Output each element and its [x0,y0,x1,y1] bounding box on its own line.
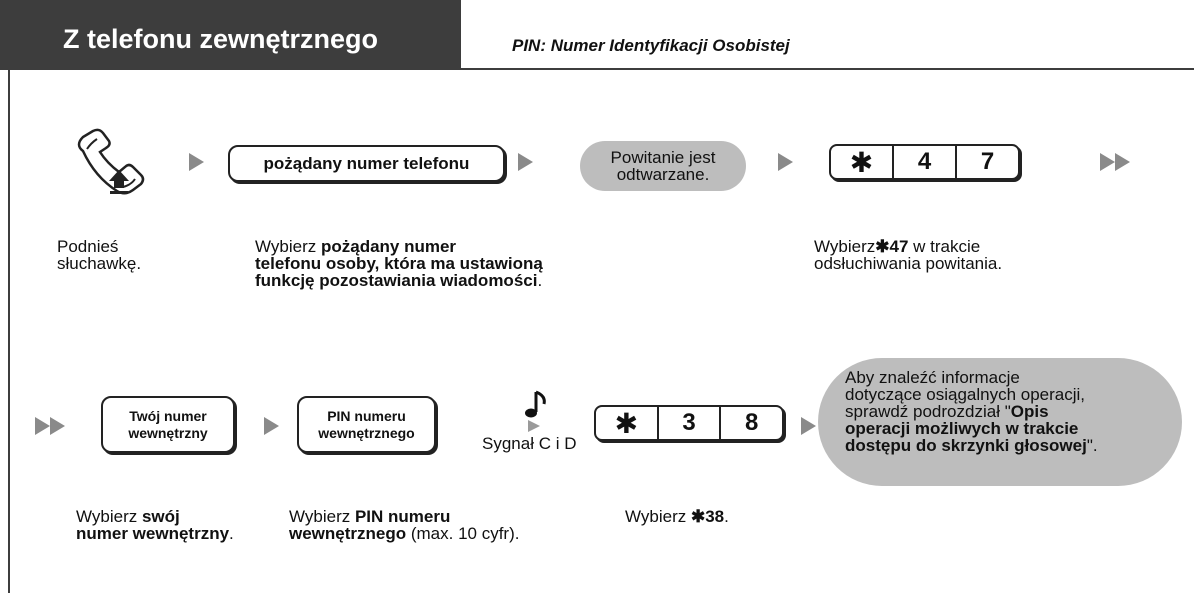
extension-pin-button[interactable]: PIN numeru wewnętrznego [297,396,436,453]
tone-label: Sygnał C i D [482,434,577,453]
step4-label: Wybierz✱47 w trakcie odsłuchiwania powit… [814,237,1003,273]
step1-label: Podnieś słuchawkę. [57,237,142,273]
left-rule [8,68,10,593]
key-8[interactable]: 8 [745,409,759,436]
arrow-right-icon [35,417,50,435]
extension-pin-line1: PIN numeru [327,407,406,424]
your-extension-line1: Twój numer [129,407,207,424]
lead-arrows [35,417,65,435]
info-text: Aby znaleźć informacje dotyczące osiągal… [845,368,1098,455]
header-title-box [0,0,461,68]
page-subtitle: PIN: Numer Identyfikacji Osobistej [512,36,790,55]
your-extension-line2: wewnętrzny [128,424,208,441]
your-extension-button[interactable]: Twój numer wewnętrzny [101,396,235,453]
key-7[interactable]: 7 [980,148,995,175]
desired-number-label: pożądany numer telefonu [263,153,470,173]
arrow-right-icon [50,417,65,435]
info-bubble [818,358,1182,486]
row2-step3-label: Wybierz ✱38. [625,507,729,526]
arrow-right-icon [801,417,816,435]
arrow-right-icon [264,417,279,435]
keys-star-4-7[interactable]: ✱ 4 7 [829,144,1020,180]
music-note-icon [524,390,550,439]
key-star[interactable]: ✱ [596,407,659,439]
key-3[interactable]: 3 [659,407,722,439]
desired-number-button[interactable]: pożądany numer telefonu [228,145,505,182]
arrow-right-icon [1100,153,1115,171]
handset-off-hook-icon [73,127,157,204]
arrow-right-icon [778,153,793,171]
row2-step1-label: Wybierz swój numer wewnętrzny. [76,507,234,543]
page-title: Z telefonu zewnętrznego [63,24,379,54]
arrow-right-icon [518,153,533,171]
row2-step2-label: Wybierz PIN numeru wewnętrznego (max. 10… [289,507,520,543]
header-bar [0,0,1194,70]
greeting-line1: Powitanie jest [610,148,716,167]
key-4[interactable]: 4 [894,146,957,178]
continue-arrows [1100,153,1130,171]
greeting-bubble: Powitanie jest odtwarzane. [580,141,746,191]
extension-pin-line2: wewnętrznego [318,424,415,441]
arrow-right-icon [1115,153,1130,171]
arrow-right-icon [189,153,204,171]
step2-label: Wybierz pożądany numer telefonu osoby, k… [255,237,543,290]
greeting-line2: odtwarzane. [616,165,710,184]
key-star[interactable]: ✱ [831,146,894,178]
keys-star-3-8[interactable]: ✱ 3 8 [594,405,784,441]
